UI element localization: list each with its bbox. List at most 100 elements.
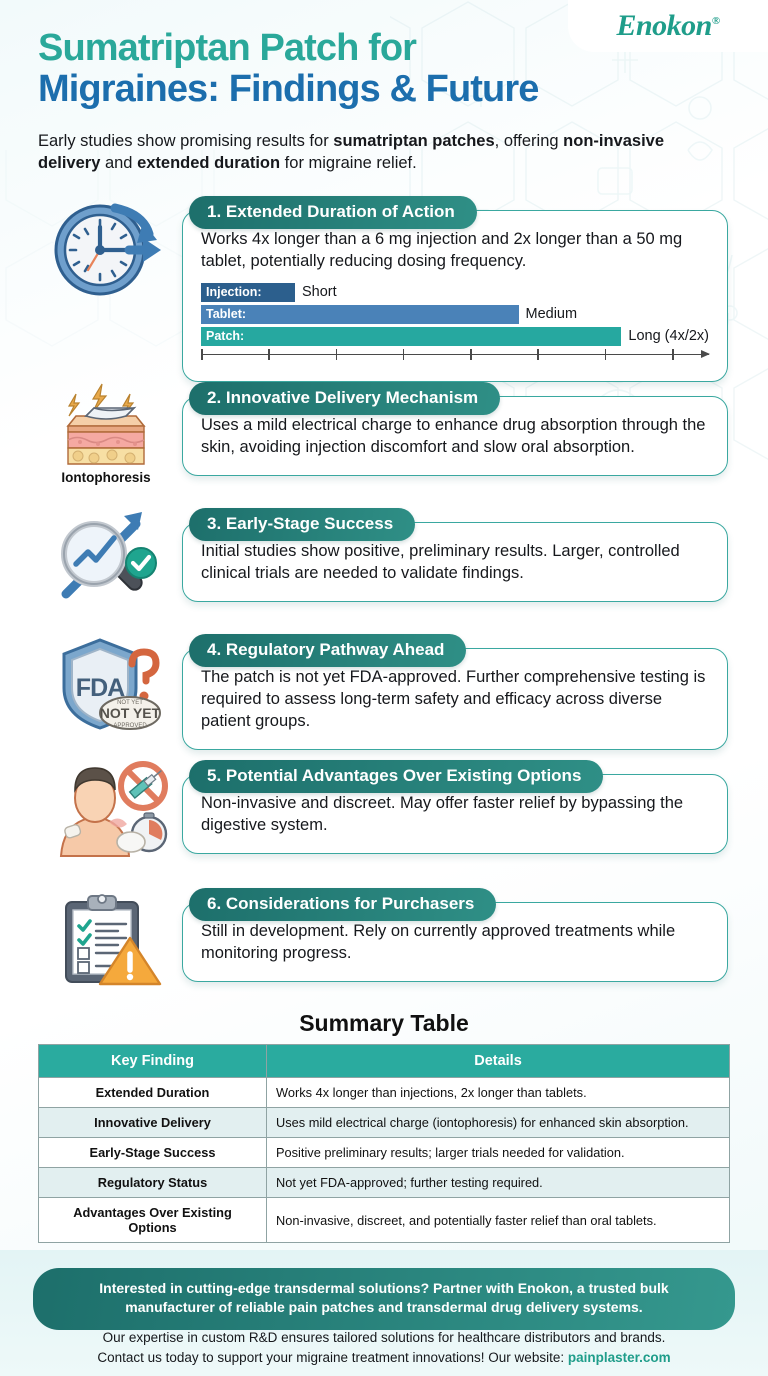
axis-tick	[201, 348, 203, 360]
summary-table-header-row: Key Finding Details	[38, 1044, 730, 1078]
bar-row-injection: Injection: Short	[201, 282, 709, 302]
section-4-card: 4. Regulatory Pathway Ahead The patch is…	[182, 634, 728, 750]
registered-mark: ®	[711, 15, 720, 27]
brand-logo-plate: Enokon®	[568, 0, 768, 52]
table-cell-key: Advantages Over Existing Options	[38, 1197, 267, 1243]
table-cell-key: Innovative Delivery	[38, 1107, 267, 1138]
axis-arrow-icon	[701, 350, 710, 359]
table-cell-detail: Not yet FDA-approved; further testing re…	[266, 1167, 730, 1198]
section-1-heading: 1. Extended Duration of Action	[189, 196, 477, 229]
title-line-2: Migraines: Findings & Future	[38, 68, 539, 111]
section-3-heading: 3. Early-Stage Success	[189, 508, 416, 541]
section-6-icon-col	[30, 888, 182, 988]
bar-row-patch: Patch: Long (4x/2x)	[201, 326, 709, 346]
axis-line	[201, 353, 709, 356]
section-2-icon-col: Iontophoresis	[30, 382, 182, 485]
table-cell-key: Early-Stage Success	[38, 1137, 267, 1168]
section-3-icon-col	[30, 508, 182, 608]
clock-arrow-icon	[54, 203, 161, 296]
bar-tablet: Tablet:	[201, 304, 519, 324]
footer-note-line-2: Contact us today to support your migrain…	[0, 1348, 768, 1368]
subtitle-part-e: and	[100, 154, 138, 173]
section-6-heading: 6. Considerations for Purchasers	[189, 888, 497, 921]
axis-tick	[268, 348, 270, 360]
section-6: 6. Considerations for Purchasers Still i…	[30, 888, 728, 988]
table-cell-key: Regulatory Status	[38, 1167, 267, 1198]
section-1-icon-col	[30, 196, 182, 304]
title-line-1: Sumatriptan Patch for	[38, 27, 417, 69]
bar-patch: Patch:	[201, 326, 622, 346]
section-6-card: 6. Considerations for Purchasers Still i…	[182, 888, 728, 982]
section-5-card: 5. Potential Advantages Over Existing Op…	[182, 760, 728, 854]
section-5-body: Non-invasive and discreet. May offer fas…	[201, 794, 684, 834]
section-4: FDA NOT YET NOT YET APPROVED 4. Regulato…	[30, 634, 728, 750]
svg-text:NOT YET: NOT YET	[100, 705, 161, 721]
bar-injection: Injection:	[201, 282, 295, 302]
table-cell-detail: Uses mild electrical charge (iontophores…	[266, 1107, 730, 1138]
axis-tick	[402, 348, 405, 360]
subtitle-part-b: sumatriptan patches	[333, 132, 495, 150]
bar-tablet-category: Tablet:	[206, 307, 247, 322]
magnifier-growth-check-icon	[61, 512, 157, 599]
fda-shield-question-icon: FDA NOT YET NOT YET APPROVED	[62, 638, 161, 730]
section-5: 5. Potential Advantages Over Existing Op…	[30, 760, 728, 860]
bar-patch-category: Patch:	[206, 329, 245, 344]
bar-injection-label: Short	[301, 283, 337, 300]
axis-tick	[335, 348, 338, 360]
svg-text:APPROVED: APPROVED	[113, 723, 147, 729]
brand-name: Enokon®	[616, 9, 720, 42]
section-5-icon-col	[30, 760, 182, 860]
section-4-heading: 4. Regulatory Pathway Ahead	[189, 634, 467, 667]
patient-no-needle-icon	[59, 761, 168, 857]
svg-text:NOT YET: NOT YET	[117, 700, 143, 706]
section-5-heading: 5. Potential Advantages Over Existing Op…	[189, 760, 604, 793]
section-2-heading: 2. Innovative Delivery Mechanism	[189, 382, 501, 415]
section-2-icon-caption: Iontophoresis	[61, 470, 151, 485]
summary-col-details: Details	[266, 1044, 730, 1078]
subtitle-part-g: for migraine relief.	[280, 154, 417, 173]
bar-injection-category: Injection:	[206, 285, 262, 300]
skin-patch-electricity-icon	[66, 383, 146, 465]
section-1-text: Works 4x longer than a 6 mg injection an…	[201, 230, 683, 270]
summary-table-title: Summary Table	[299, 1010, 469, 1036]
bar-tablet-label: Medium	[525, 305, 578, 322]
section-1: 1. Extended Duration of Action Works 4x …	[30, 196, 728, 382]
subtitle-part-c: , offering	[494, 132, 564, 150]
chart-x-axis	[201, 348, 710, 363]
axis-tick	[671, 348, 674, 360]
axis-tick	[537, 348, 540, 360]
section-4-body: The patch is not yet FDA-approved. Furth…	[201, 668, 706, 730]
section-6-body: Still in development. Rely on currently …	[201, 922, 676, 962]
cta-line-1: Interested in cutting-edge transdermal s…	[99, 1280, 669, 1296]
table-cell-detail: Non-invasive, discreet, and potentially …	[266, 1197, 730, 1243]
section-2: Iontophoresis 2. Innovative Delivery Mec…	[30, 382, 728, 485]
cta-banner[interactable]: Interested in cutting-edge transdermal s…	[33, 1268, 735, 1330]
table-cell-detail: Works 4x longer than injections, 2x long…	[266, 1077, 730, 1108]
section-2-card: 2. Innovative Delivery Mechanism Uses a …	[182, 382, 728, 476]
section-1-card: 1. Extended Duration of Action Works 4x …	[182, 196, 728, 382]
section-1-body: Works 4x longer than a 6 mg injection an…	[183, 211, 727, 381]
cta-line-2: manufacturer of reliable pain patches an…	[125, 1299, 643, 1316]
subtitle-part-a: Early studies show promising results for	[38, 132, 334, 150]
footer-note-text: Contact us today to support your migrain…	[97, 1349, 568, 1365]
axis-tick	[470, 348, 472, 360]
axis-tick	[604, 348, 607, 360]
footer-note-line-1: Our expertise in custom R&D ensures tail…	[102, 1330, 666, 1345]
table-cell-key: Extended Duration	[38, 1077, 267, 1108]
section-4-icon-col: FDA NOT YET NOT YET APPROVED	[30, 634, 182, 734]
website-link[interactable]: painplaster.com	[567, 1349, 671, 1365]
clipboard-warning-icon	[65, 894, 162, 986]
section-3-body: Initial studies show positive, prelimina…	[201, 542, 680, 582]
section-3-card: 3. Early-Stage Success Initial studies s…	[182, 508, 728, 602]
page-subtitle: Early studies show promising results for…	[38, 130, 698, 175]
footer-note: Our expertise in custom R&D ensures tail…	[0, 1328, 768, 1367]
section-3: 3. Early-Stage Success Initial studies s…	[30, 508, 728, 608]
